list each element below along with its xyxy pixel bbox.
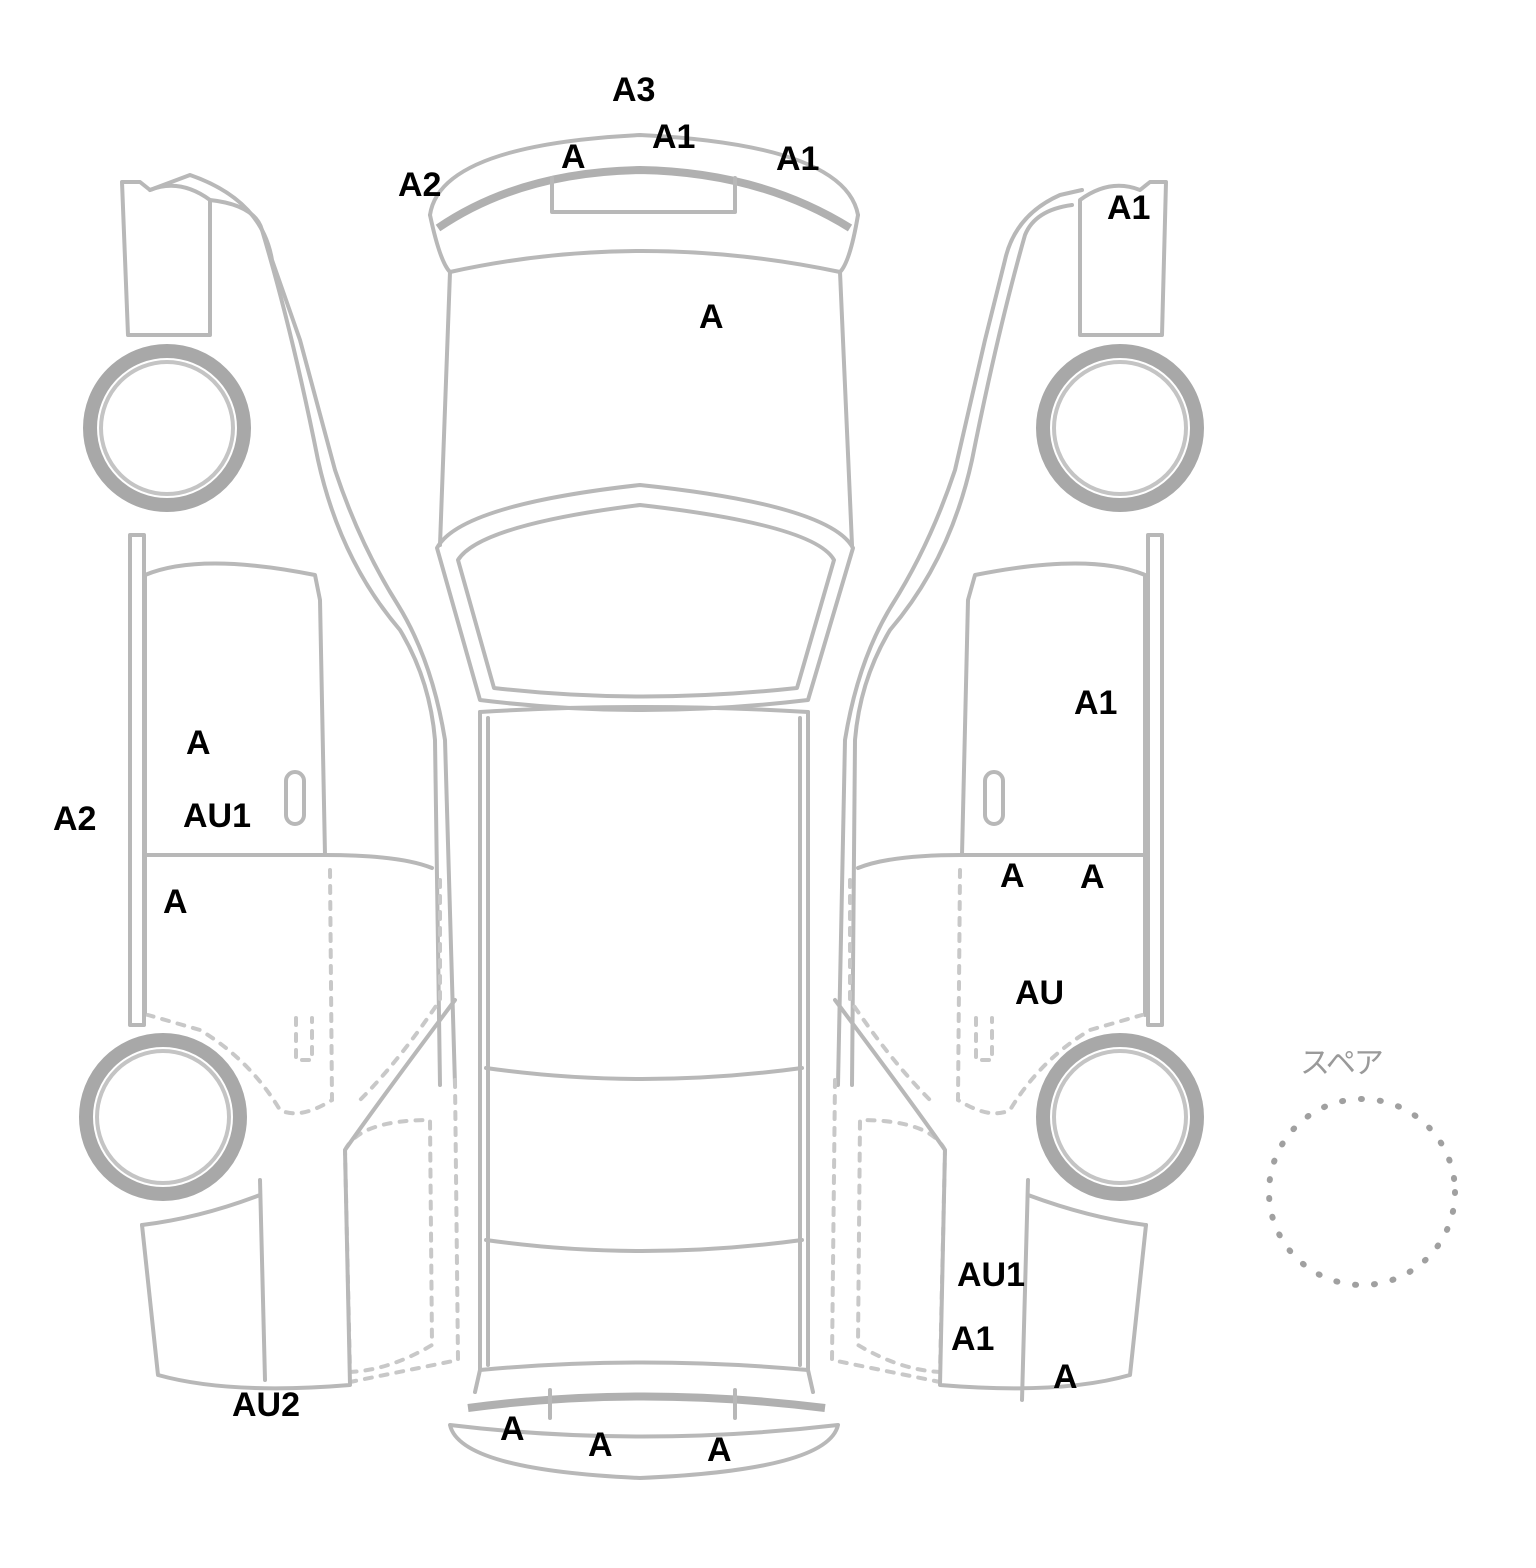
- mark-rear-panel-center: A1: [652, 118, 696, 156]
- mark-right-front-door-right: A: [1080, 858, 1105, 896]
- mark-rear-panel-right: A1: [776, 140, 820, 178]
- mark-right-front-pillar-lower: A1: [951, 1320, 995, 1358]
- mark-right-rear-fender: A1: [1107, 189, 1151, 227]
- mark-left-rear-door-upper: A: [186, 724, 211, 762]
- spare-label: スペア: [1300, 1046, 1384, 1081]
- mark-front-bumper-right: A: [707, 1431, 732, 1469]
- mark-front-bumper-left: A: [500, 1410, 525, 1448]
- mark-right-front-door-lower: AU: [1015, 974, 1065, 1012]
- mark-rear-panel-left: A2: [398, 166, 442, 204]
- mark-left-rear-door-lower: AU1: [183, 797, 252, 835]
- mark-right-rear-door-upper: A1: [1074, 684, 1118, 722]
- mark-left-side-sill: A2: [53, 800, 97, 838]
- mark-left-front-door: A: [163, 883, 188, 921]
- mark-rear-bumper-top: A3: [612, 71, 656, 109]
- left-side-view: [79, 173, 461, 1391]
- spare-tire-icon: [1266, 1096, 1458, 1288]
- mark-right-front-fender: A: [1053, 1358, 1078, 1396]
- mark-roof: A: [699, 298, 724, 336]
- mark-front-bumper-center: A: [588, 1426, 613, 1464]
- mark-right-front-pillar: AU1: [957, 1256, 1026, 1294]
- mark-right-front-door-left: A: [1000, 857, 1025, 895]
- top-view-body: [428, 133, 860, 1480]
- mark-left-front-fender-bottom: AU2: [232, 1386, 301, 1424]
- right-side-view: [829, 180, 1204, 1402]
- mark-rear-panel-center-left: A: [561, 138, 586, 176]
